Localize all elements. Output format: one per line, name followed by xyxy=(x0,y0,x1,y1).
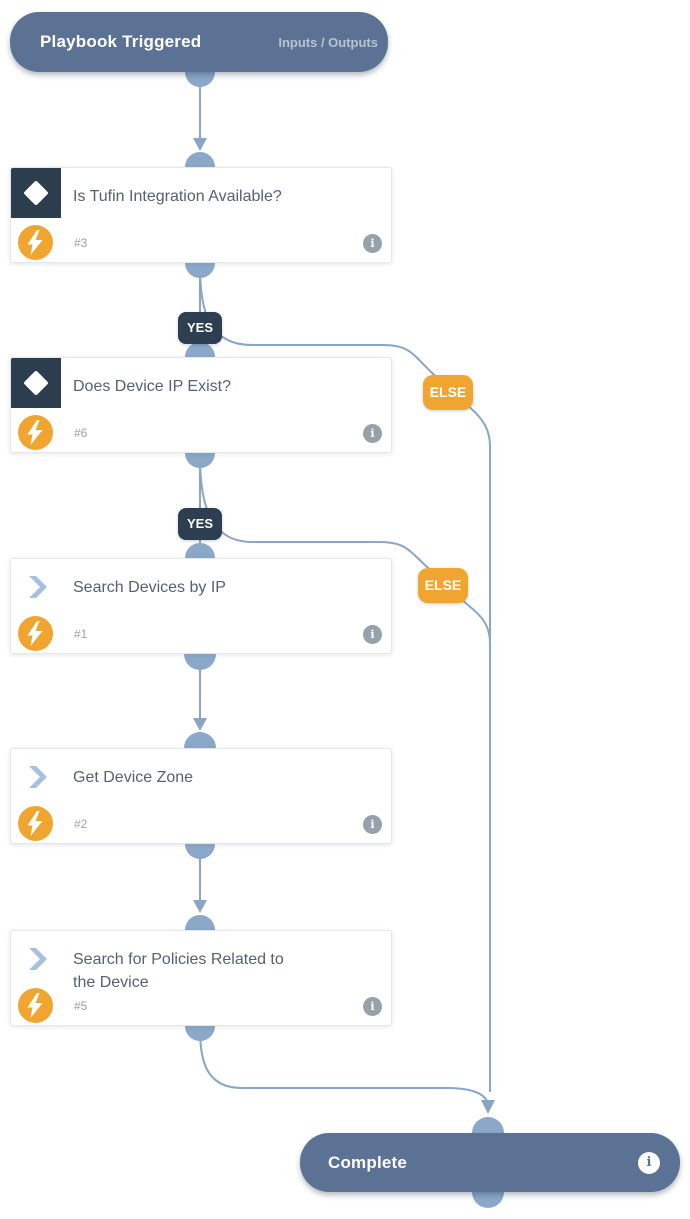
info-icon[interactable]: i xyxy=(363,815,382,834)
automation-bolt-icon xyxy=(18,616,53,651)
task-id: #6 xyxy=(74,426,88,440)
condition-icon xyxy=(11,168,61,218)
info-icon[interactable]: i xyxy=(363,625,382,644)
task-title: Search for Policies Related to the Devic… xyxy=(73,951,284,991)
edge-task2-else xyxy=(199,455,491,645)
automation-bolt-icon xyxy=(18,988,53,1023)
complete-node-title: Complete xyxy=(328,1152,408,1172)
yes-branch-label: YES xyxy=(178,312,222,344)
info-icon[interactable]: i xyxy=(363,424,382,443)
task-card-get-device-zone[interactable]: Get Device Zone #2 i xyxy=(10,748,392,844)
automation-bolt-icon xyxy=(18,415,53,450)
edge-task5-complete xyxy=(199,1025,488,1102)
inputs-outputs-link[interactable]: Inputs / Outputs xyxy=(278,34,378,50)
task-chevron-icon xyxy=(26,575,50,599)
task-id: #3 xyxy=(74,236,88,250)
info-icon[interactable]: i xyxy=(638,1151,660,1174)
else-branch-label: ELSE xyxy=(423,375,473,410)
task-title: Search Devices by IP xyxy=(73,579,226,596)
complete-node[interactable]: Complete i xyxy=(300,1133,680,1192)
task-card-is-tufin-integration-available[interactable]: Is Tufin Integration Available? #3 i xyxy=(10,167,392,263)
condition-icon xyxy=(11,358,61,408)
task-card-does-device-ip-exist[interactable]: Does Device IP Exist? #6 i xyxy=(10,357,392,453)
info-icon[interactable]: i xyxy=(363,997,382,1016)
task-title: Does Device IP Exist? xyxy=(73,378,231,395)
automation-bolt-icon xyxy=(18,806,53,841)
task-title: Is Tufin Integration Available? xyxy=(73,188,282,205)
task-id: #5 xyxy=(74,999,88,1013)
task-id: #1 xyxy=(74,627,88,641)
start-node-title: Playbook Triggered xyxy=(40,32,202,51)
task-id: #2 xyxy=(74,817,88,831)
task-chevron-icon xyxy=(26,947,50,971)
automation-bolt-icon xyxy=(18,225,53,260)
else-branch-label: ELSE xyxy=(418,568,468,603)
info-icon[interactable]: i xyxy=(363,234,382,253)
start-node[interactable]: Playbook Triggered Inputs / Outputs xyxy=(10,12,388,72)
task-title: Get Device Zone xyxy=(73,769,194,786)
arrowheads xyxy=(193,138,495,1114)
task-chevron-icon xyxy=(26,765,50,789)
task-card-search-for-policies[interactable]: Search for Policies Related to the Devic… xyxy=(10,930,392,1026)
task-card-search-devices-by-ip[interactable]: Search Devices by IP #1 i xyxy=(10,558,392,654)
yes-branch-label: YES xyxy=(178,508,222,540)
